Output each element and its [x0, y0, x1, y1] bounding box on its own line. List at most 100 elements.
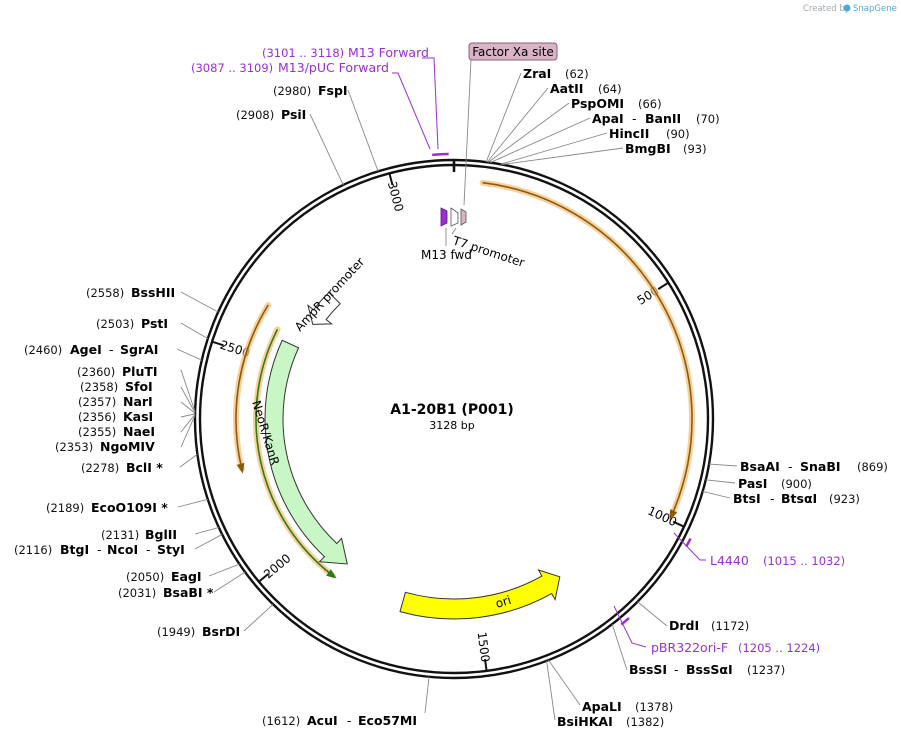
- plasmid-length: 3128 bp: [429, 419, 474, 432]
- enzyme-label-bmgbi[interactable]: BmgBI(93): [625, 141, 707, 156]
- enzyme-label-zrai[interactable]: ZraI (62): [523, 66, 589, 81]
- m13-fwd-label: M13 fwd: [421, 248, 472, 262]
- enzyme-pos: (62): [565, 67, 589, 81]
- enzyme-label-agei-sgrai[interactable]: (2460)AgeI-SgrAI: [24, 342, 158, 357]
- enzyme-label-bsrdi[interactable]: (1949)BsrDI: [157, 624, 240, 639]
- enzyme-pos: (70): [696, 112, 720, 126]
- enzyme-label-bcli[interactable]: (2278)BclI *: [81, 460, 163, 475]
- factor-xa-label: Factor Xa site: [472, 45, 554, 59]
- enzyme-name: PluTI: [122, 364, 158, 379]
- enzyme-pos: (90): [666, 127, 690, 141]
- enzyme-name: DrdI: [669, 618, 699, 633]
- enzyme-name-2: BtsαI: [781, 491, 817, 506]
- orf-arrowhead-1: [236, 462, 245, 474]
- primer-label-m13-forward[interactable]: (3101 .. 3118)M13 Forward: [262, 45, 429, 60]
- enzyme-label-nari[interactable]: (2357)NarI: [78, 394, 153, 409]
- enzyme-sep: -: [632, 111, 637, 126]
- enzyme-label-bsshii[interactable]: (2558) BssHII: [86, 285, 175, 300]
- credit-brand: SnapGene: [853, 4, 897, 14]
- enzyme-name: BglII: [145, 527, 177, 542]
- enzyme-name: AatII: [550, 81, 583, 96]
- enzyme-name: PstI: [141, 316, 168, 331]
- leader-t7-promoter: [451, 227, 457, 235]
- feature-arrow-neor-kanr: [264, 339, 348, 565]
- enzyme-label-sfoi[interactable]: (2358)SfoI: [80, 379, 153, 394]
- enzyme-label-ngomiv[interactable]: (2353)NgoMIV: [55, 439, 155, 454]
- tick-label-1500: 1500: [475, 631, 493, 663]
- leader-line-9: [637, 601, 668, 627]
- primer-leader-pbr322: [613, 605, 647, 648]
- primer-mark-m13: [432, 152, 449, 157]
- features-group: [264, 152, 692, 626]
- enzyme-name: BtgI: [60, 542, 89, 557]
- enzyme-label-pluti[interactable]: (2360) PluTI: [77, 364, 158, 379]
- enzyme-sep: -: [109, 342, 114, 357]
- enzyme-label-bsaai-snabi[interactable]: BsaAI-SnaBI(869): [740, 459, 888, 474]
- primer-label-pbr322ori-f[interactable]: pBR322ori-F (1205 .. 1224): [651, 640, 820, 655]
- primer-label-l4440[interactable]: L4440 (1015 .. 1032): [710, 553, 845, 568]
- primer-pos: (1015 .. 1032): [763, 554, 845, 568]
- factor-xa-box: [468, 42, 558, 61]
- enzyme-pos: (869): [857, 460, 888, 474]
- enzyme-name-2: SnaBI: [800, 459, 841, 474]
- enzyme-label-naei[interactable]: (2355)NaeI: [78, 424, 155, 439]
- enzyme-label-bglii[interactable]: (2131)BglII: [101, 527, 177, 542]
- enzyme-label-apai-banii[interactable]: ApaI-BanII(70): [592, 111, 720, 126]
- enzyme-pos: (2360): [77, 365, 115, 379]
- leader-lines: [176, 57, 738, 721]
- enzyme-name: PspOMI: [571, 96, 624, 111]
- leader-line-17: [176, 348, 202, 361]
- enzyme-sep-2: -: [146, 542, 151, 557]
- enzyme-label-aatii[interactable]: AatII(64): [550, 81, 622, 96]
- enzyme-name: ApaI: [592, 111, 624, 126]
- leader-line-5: [502, 147, 624, 165]
- enzyme-label-btsi-btsai[interactable]: BtsI-BtsαI(923): [733, 491, 860, 506]
- enzyme-label-hincii[interactable]: HincII(90): [609, 126, 690, 141]
- enzyme-label-apali[interactable]: ApaLI(1378): [582, 699, 673, 714]
- enzyme-name: BssHII: [131, 285, 175, 300]
- primer-name: M13 Forward: [348, 45, 429, 60]
- credit-prefix: Created by: [803, 4, 850, 14]
- primer-name: L4440: [710, 553, 749, 568]
- tick-label-3000: 3000: [385, 180, 406, 213]
- enzyme-label-bsssi-bsssai[interactable]: BssSI-BssSαI(1237): [629, 662, 785, 677]
- tick-mark-1000: [672, 520, 685, 528]
- enzyme-pos: (2050): [126, 570, 164, 584]
- enzyme-name: BclI *: [126, 460, 163, 475]
- enzyme-name: KasI: [123, 409, 153, 424]
- enzyme-name: PsiI: [281, 107, 306, 122]
- feature-arrow-m13-fwd: [440, 207, 448, 227]
- primer-name: pBR322ori-F: [651, 640, 728, 655]
- leader-line-3: [490, 117, 591, 163]
- enzyme-sep: -: [788, 459, 793, 474]
- leader-line-22: [180, 414, 196, 433]
- enzyme-label-pspomi[interactable]: PspOMI(66): [571, 96, 662, 111]
- enzyme-label-bsihkai[interactable]: BsiHKAI(1382): [557, 714, 664, 729]
- enzyme-pos: (2357): [78, 395, 116, 409]
- enzyme-label-kasi[interactable]: (2356)KasI: [78, 409, 153, 424]
- enzyme-pos: (2031): [118, 586, 156, 600]
- leader-line-4: [500, 132, 608, 165]
- enzyme-label-psii[interactable]: (2908)PsiI: [236, 107, 306, 122]
- enzyme-label-pasi[interactable]: PasI(900): [738, 476, 812, 491]
- enzyme-pos: (2558): [86, 286, 124, 300]
- orf-line-1: [235, 304, 269, 469]
- enzyme-name: ZraI: [523, 66, 551, 81]
- enzyme-pos: (2358): [80, 380, 118, 394]
- enzyme-label-psti[interactable]: (2503)PstI: [96, 316, 168, 331]
- primer-label-m13-puc-forward[interactable]: (3087 .. 3109)M13/pUC Forward: [191, 60, 389, 75]
- feature-arrow-factor-xa: [460, 208, 467, 226]
- enzyme-name-3: StyI: [157, 542, 185, 557]
- enzyme-label-ecoo109i[interactable]: (2189)EcoO109I *: [46, 500, 168, 515]
- enzyme-name: FspI: [318, 83, 348, 98]
- primer-pos: (1205 .. 1224): [738, 641, 820, 655]
- enzyme-label-fspi[interactable]: (2980)FspI: [273, 83, 348, 98]
- enzyme-label-acui-eco57mi[interactable]: (1612)AcuI-Eco57MI: [262, 713, 417, 728]
- enzyme-label-btgi-ncoi-styi[interactable]: (2116)BtgI-NcoI-StyI: [14, 542, 185, 557]
- enzyme-label-bsabi[interactable]: (2031)BsaBI *: [118, 585, 214, 600]
- leader-line-8: [702, 490, 731, 499]
- feature-arrow-ori: [399, 569, 561, 620]
- enzyme-label-drdi[interactable]: DrdI(1172): [669, 618, 749, 633]
- enzyme-label-eagi[interactable]: (2050)EagI: [126, 569, 202, 584]
- leader-line-0: [485, 72, 522, 163]
